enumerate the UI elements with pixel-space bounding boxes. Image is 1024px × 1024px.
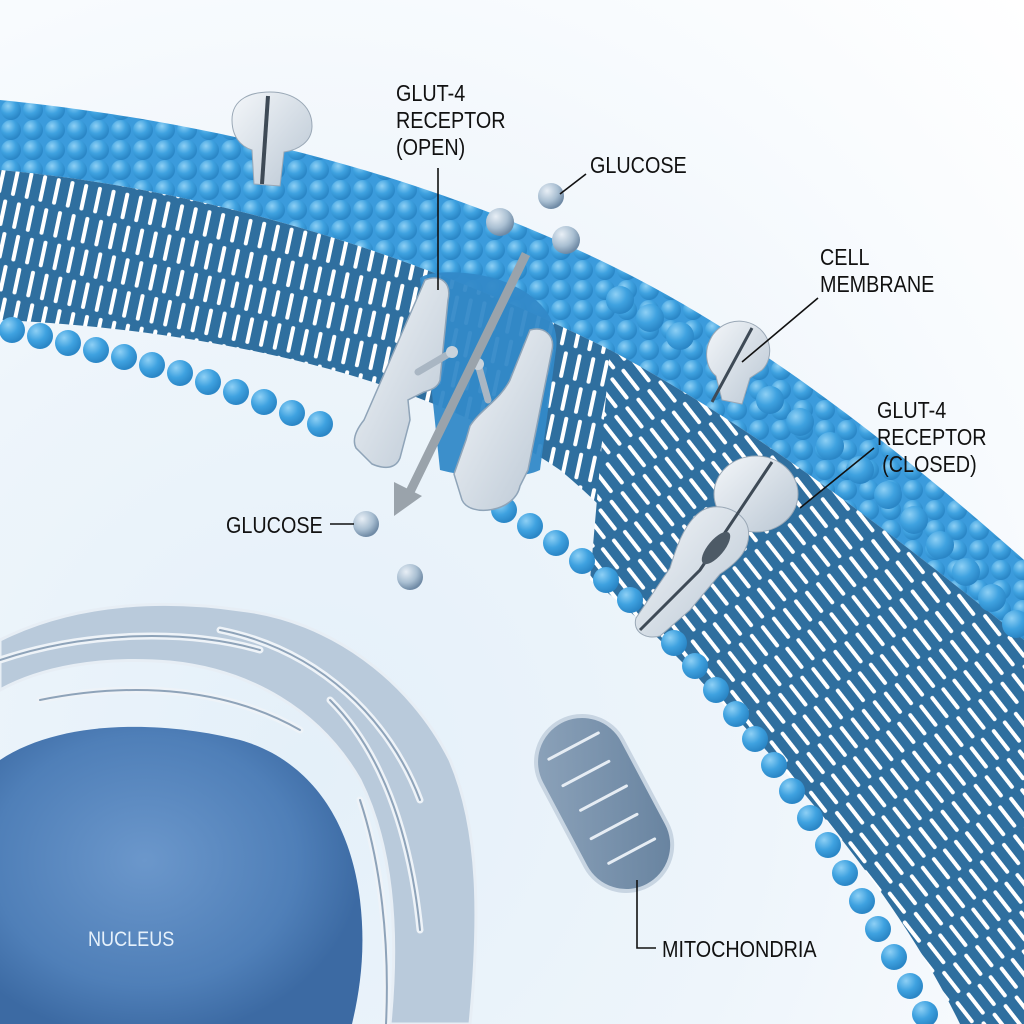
glucose-inside-label: GLUCOSE — [226, 512, 323, 539]
glut4-closed-line-3: (CLOSED) — [882, 451, 977, 477]
cell-membrane-line-2: MEMBRANE — [820, 271, 935, 297]
glucose-outside-label: GLUCOSE — [590, 152, 687, 179]
cell-membrane-line-1: CELL — [820, 244, 870, 270]
glut4-receptor-small-icon — [706, 320, 771, 405]
membrane-outer-heads — [606, 286, 1024, 638]
mitochondria-icon — [534, 713, 675, 893]
mitochondria-label: MITOCHONDRIA — [662, 936, 817, 963]
glucose-molecule-icon — [486, 208, 514, 236]
leader-lines — [330, 168, 875, 949]
glut4-open-label: GLUT-4 RECEPTOR (OPEN) — [396, 80, 506, 161]
glucose-molecule-icon — [552, 226, 580, 254]
glut4-closed-label: GLUT-4 RECEPTOR (CLOSED) — [877, 397, 987, 478]
glucose-molecule-icon — [353, 511, 379, 537]
glucose-outside-text: GLUCOSE — [590, 152, 687, 178]
mitochondria-text: MITOCHONDRIA — [662, 936, 817, 962]
nucleus-icon — [0, 726, 363, 1024]
glut4-closed-line-1: GLUT-4 — [877, 397, 947, 423]
glut4-closed-line-2: RECEPTOR — [877, 424, 987, 450]
glut4-receptor-open-icon — [353, 272, 557, 512]
glut4-receptor-surface-icon — [231, 91, 313, 187]
cell-membrane-label: CELL MEMBRANE — [820, 244, 934, 298]
glucose-molecules — [353, 183, 580, 590]
glut4-open-line-3: (OPEN) — [396, 134, 466, 160]
glucose-transport-arrow-icon — [394, 252, 531, 516]
glut4-receptor-closed-icon — [634, 455, 799, 638]
membrane-outer-surface — [0, 100, 1024, 640]
glut4-open-line-1: GLUT-4 — [396, 80, 466, 106]
glucose-molecule-icon — [538, 183, 564, 209]
membrane-lipid-tails — [0, 170, 680, 600]
glucose-molecule-icon — [397, 564, 423, 590]
glucose-inside-text: GLUCOSE — [226, 512, 323, 538]
nucleus-label: NUCLEUS — [88, 928, 175, 951]
glut4-open-line-2: RECEPTOR — [396, 107, 506, 133]
